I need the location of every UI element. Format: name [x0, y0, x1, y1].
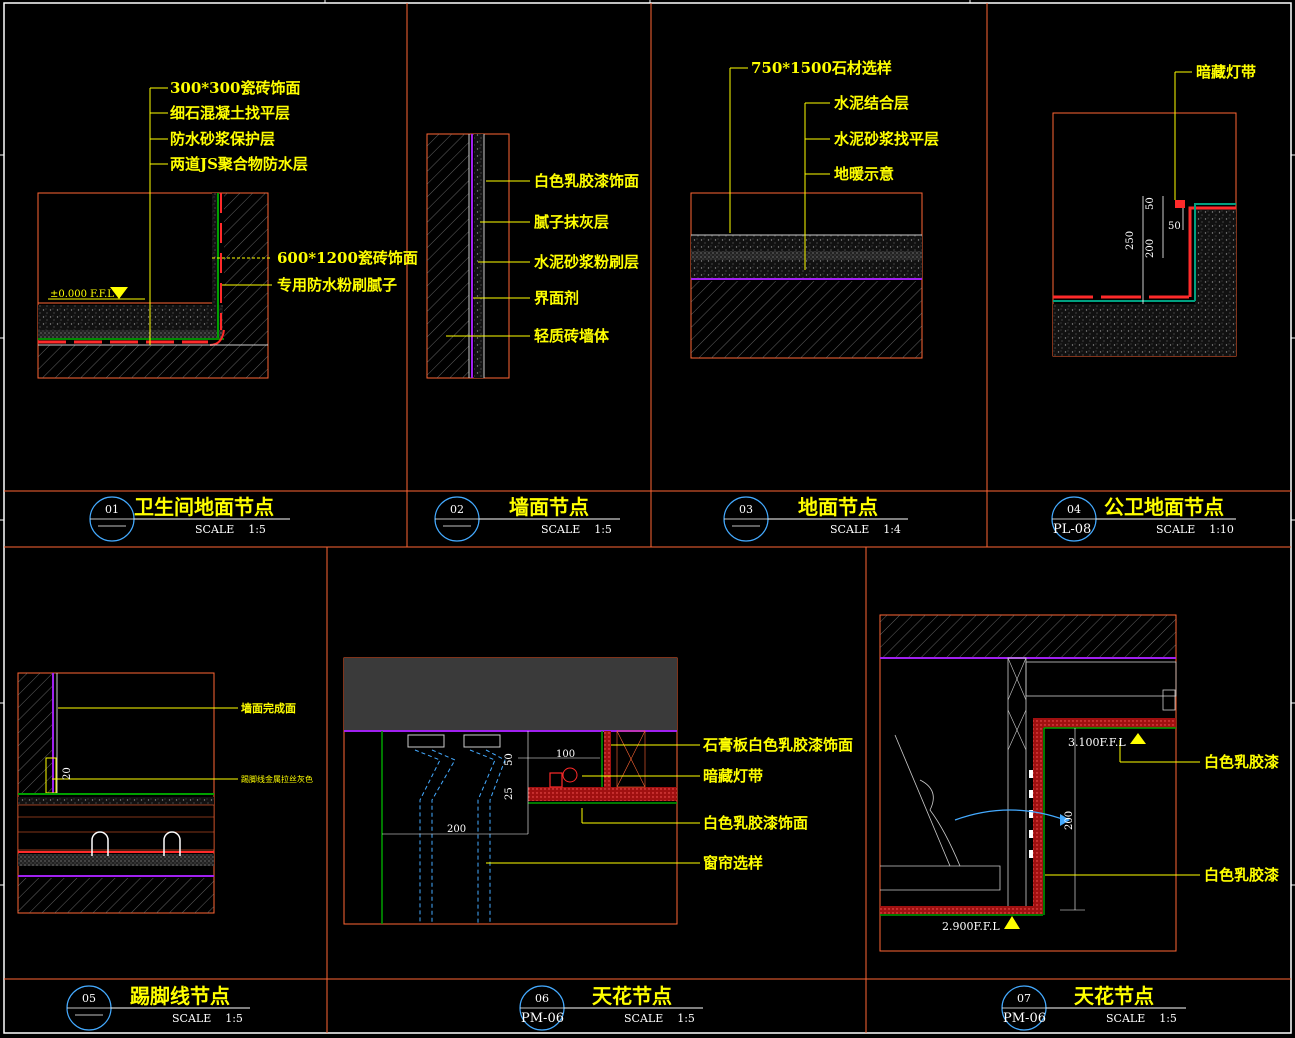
detail-07-scale: SCALE 1:5 — [1106, 1012, 1177, 1025]
sheet-frame — [3, 2, 1292, 1034]
detail-06-label-1: 石膏板白色乳胶漆饰面 — [702, 736, 853, 754]
panel-grid — [4, 3, 1291, 1033]
detail-07-title: 天花节点 — [1074, 984, 1154, 1008]
detail-05-number: 05 — [82, 992, 96, 1005]
detail-03-number: 03 — [739, 503, 753, 516]
detail-01-level: ±0.000 F.F.L — [50, 289, 114, 300]
detail-06-label-4: 窗帘选样 — [703, 854, 763, 872]
detail-03-label-2: 水泥结合层 — [834, 94, 909, 112]
detail-01-label-5: 600*1200瓷砖饰面 — [277, 249, 418, 267]
detail-07-label-1: 白色乳胶漆 — [1204, 753, 1279, 771]
detail-03-label-4: 地暖示意 — [834, 165, 894, 183]
detail-06-drawing — [343, 657, 700, 925]
detail-02-labels: 白色乳胶漆饰面 腻子抹灰层 水泥砂浆粉刷层 界面剂 轻质砖墙体 — [534, 172, 639, 345]
detail-06-title: 天花节点 — [592, 984, 672, 1008]
detail-05-title: 踢脚线节点 — [130, 984, 230, 1008]
detail-03-drawing — [690, 67, 923, 359]
detail-05-label-1: 墙面完成面 — [241, 701, 296, 715]
detail-06-labels: 石膏板白色乳胶漆饰面 暗藏灯带 白色乳胶漆饰面 窗帘选样 100 50 25 2… — [447, 736, 853, 872]
detail-07-number: 07 — [1017, 992, 1031, 1005]
detail-07-level-2: 2.900F.F.L — [942, 920, 1000, 933]
detail-06-label-3: 白色乳胶漆饰面 — [703, 814, 808, 832]
detail-07-label-2: 白色乳胶漆 — [1204, 866, 1279, 884]
detail-06-dim-1: 100 — [556, 749, 575, 760]
title-block-02: 02 墙面节点 SCALE 1:5 — [434, 495, 620, 542]
detail-05-labels: 墙面完成面 踢脚线金属拉丝灰色 20 — [62, 701, 313, 784]
detail-04-drawing — [1052, 71, 1237, 357]
detail-07-code: PM-06 — [1003, 1011, 1046, 1026]
detail-02-label-1: 白色乳胶漆饰面 — [534, 172, 639, 190]
detail-06-scale: SCALE 1:5 — [624, 1012, 695, 1025]
detail-04-dim-4: 200 — [1145, 239, 1156, 258]
detail-05-label-2: 踢脚线金属拉丝灰色 — [241, 774, 313, 784]
detail-01-title: 卫生间地面节点 — [134, 495, 274, 519]
detail-07-drawing — [879, 614, 1200, 952]
detail-04-label-1: 暗藏灯带 — [1196, 63, 1256, 81]
detail-02-scale: SCALE 1:5 — [541, 523, 612, 536]
detail-04-number: 04 — [1067, 503, 1081, 516]
detail-02-label-5: 轻质砖墙体 — [534, 327, 610, 345]
detail-01-label-3: 防水砂浆保护层 — [170, 130, 275, 148]
frame-ticks — [0, 0, 1295, 886]
detail-06-dim-4: 200 — [447, 824, 466, 835]
detail-01-label-4: 两道JS聚合物防水层 — [170, 155, 308, 173]
detail-06-number: 06 — [535, 992, 549, 1005]
detail-02-label-2: 腻子抹灰层 — [534, 213, 609, 231]
detail-04-labels: 暗藏灯带 50 50 250 200 — [1125, 63, 1256, 258]
detail-01-labels: 300*300瓷砖饰面 细石混凝土找平层 防水砂浆保护层 两道JS聚合物防水层 … — [50, 79, 418, 300]
detail-07-level-1: 3.100F.F.L — [1068, 736, 1126, 749]
detail-02-drawing — [426, 133, 530, 379]
detail-04-title: 公卫地面节点 — [1104, 495, 1224, 519]
detail-02-number: 02 — [450, 503, 464, 516]
detail-02-label-4: 界面剂 — [534, 289, 579, 307]
detail-05-scale: SCALE 1:5 — [172, 1012, 243, 1025]
detail-06-label-2: 暗藏灯带 — [703, 767, 763, 785]
detail-01-label-2: 细石混凝土找平层 — [170, 104, 290, 122]
detail-07-dim-1: 200 — [1064, 811, 1075, 830]
title-block-05: 05 踢脚线节点 SCALE 1:5 — [66, 984, 250, 1031]
detail-03-label-3: 水泥砂浆找平层 — [834, 130, 939, 148]
detail-07-labels: 白色乳胶漆 白色乳胶漆 3.100F.F.L 2.900F.F.L 200 — [942, 736, 1279, 933]
detail-05-drawing — [17, 672, 238, 914]
title-block-01: 01 卫生间地面节点 SCALE 1:5 — [89, 495, 290, 542]
title-block-06: 06 PM-06 天花节点 SCALE 1:5 — [519, 984, 703, 1031]
detail-01-label-1: 300*300瓷砖饰面 — [170, 79, 300, 97]
detail-04-dim-2: 50 — [1168, 221, 1181, 232]
detail-02-title: 墙面节点 — [509, 495, 589, 519]
detail-06-code: PM-06 — [521, 1011, 564, 1026]
detail-04-code: PL-08 — [1053, 522, 1091, 537]
detail-03-label-1: 750*1500石材选样 — [751, 59, 892, 77]
detail-03-labels: 750*1500石材选样 水泥结合层 水泥砂浆找平层 地暖示意 — [751, 59, 939, 183]
detail-03-scale: SCALE 1:4 — [830, 523, 901, 536]
detail-04-scale: SCALE 1:10 — [1156, 523, 1234, 536]
detail-01-drawing — [37, 87, 272, 379]
title-block-07: 07 PM-06 天花节点 SCALE 1:5 — [1001, 984, 1186, 1031]
detail-01-scale: SCALE 1:5 — [195, 523, 266, 536]
detail-06-dim-3: 25 — [504, 787, 515, 800]
detail-03-title: 地面节点 — [798, 495, 878, 519]
detail-06-dim-2: 50 — [504, 753, 515, 766]
detail-01-number: 01 — [105, 503, 119, 516]
detail-04-dim-1: 50 — [1145, 197, 1156, 210]
title-block-03: 03 地面节点 SCALE 1:4 — [723, 495, 908, 542]
detail-05-dim-1: 20 — [62, 767, 73, 780]
detail-01-label-6: 专用防水粉刷腻子 — [277, 276, 397, 294]
detail-04-dim-3: 250 — [1125, 231, 1136, 250]
title-block-04: 04 PL-08 公卫地面节点 SCALE 1:10 — [1051, 495, 1236, 542]
detail-02-label-3: 水泥砂浆粉刷层 — [534, 253, 639, 271]
